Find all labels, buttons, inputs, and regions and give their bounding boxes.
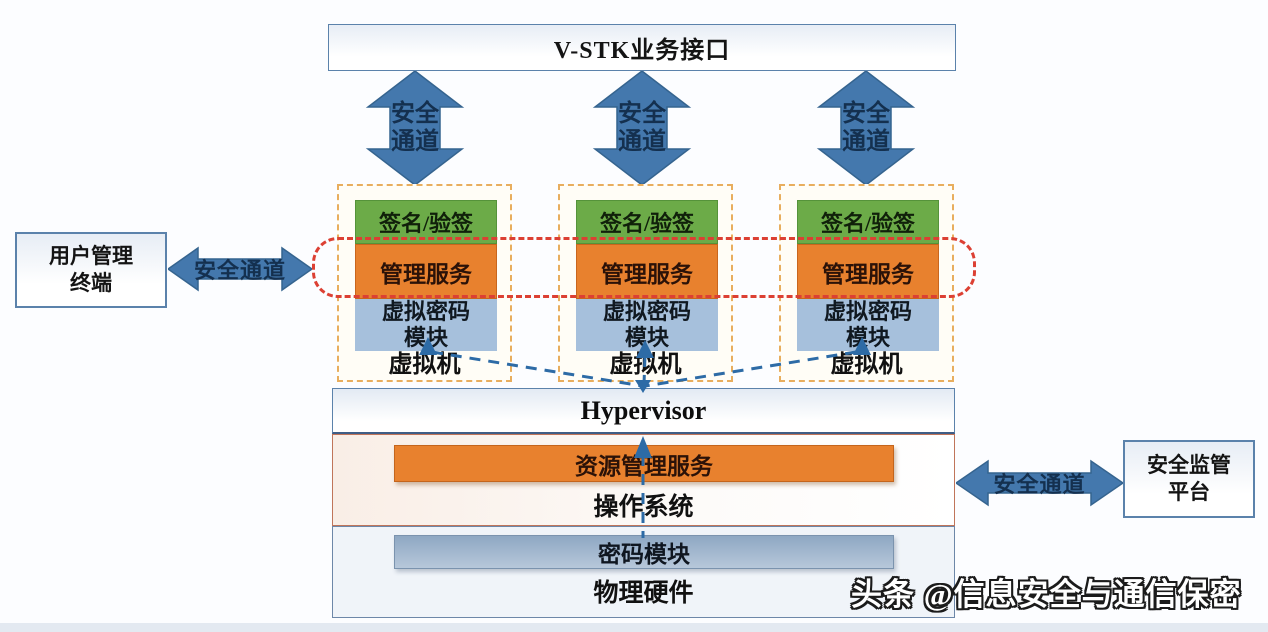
physical-hardware-section: 密码模块 物理硬件 — [332, 526, 955, 618]
management-service-box: 管理服务 — [355, 244, 497, 299]
double-arrow-vertical-icon — [816, 71, 916, 185]
double-arrow-vertical-icon — [365, 71, 465, 185]
os-label: 操作系统 — [593, 494, 694, 521]
security-supervision-platform-box: 安全监管 平台 — [1123, 440, 1255, 518]
watermark: 头条 @信息安全与通信保密 — [851, 577, 1242, 612]
resource-management-service-bar: 资源管理服务 — [394, 445, 894, 482]
secure-channel-label: 安全 通道 — [391, 101, 439, 155]
double-arrow-horizontal-icon — [956, 459, 1123, 507]
hypervisor-box: Hypervisor — [332, 388, 955, 434]
secure-channel-label: 安全通道 — [193, 258, 286, 283]
user-management-terminal-box: 用户管理 终端 — [15, 232, 167, 308]
management-service-zone-outline — [312, 237, 976, 298]
double-arrow-vertical-icon — [592, 71, 692, 185]
secure-channel-label: 安全 通道 — [618, 101, 666, 155]
sign-verify-box: 签名/验签 — [576, 200, 718, 244]
hardware-label: 物理硬件 — [593, 580, 694, 607]
vm-label: 虚拟机 — [388, 352, 461, 378]
vm-label: 虚拟机 — [830, 352, 903, 378]
virtual-crypto-module-box: 虚拟密码 模块 — [576, 299, 718, 351]
secure-channel-label: 安全 通道 — [842, 101, 890, 155]
secure-channel-arrow-vertical-1: 安全 通道 — [350, 71, 480, 185]
virtual-machine-2: 签名/验签 管理服务 虚拟密码 模块 虚拟机 — [558, 184, 733, 382]
vstk-interface-box: V-STK业务接口 — [328, 24, 956, 71]
double-arrow-horizontal-icon — [168, 246, 312, 292]
vstk-interface-label: V-STK业务接口 — [553, 38, 731, 64]
virtual-crypto-module-box: 虚拟密码 模块 — [355, 299, 497, 351]
crypto-module-bar: 密码模块 — [394, 535, 894, 569]
management-service-box: 管理服务 — [797, 244, 939, 299]
secure-channel-arrow-left: 安全通道 — [168, 246, 312, 292]
secure-channel-arrow-vertical-3: 安全 通道 — [801, 71, 931, 185]
bottom-strip — [0, 623, 1268, 632]
management-service-box: 管理服务 — [576, 244, 718, 299]
sign-verify-box: 签名/验签 — [797, 200, 939, 244]
secure-channel-label: 安全通道 — [993, 472, 1086, 497]
vm-label: 虚拟机 — [609, 352, 682, 378]
sign-verify-box: 签名/验签 — [355, 200, 497, 244]
secure-channel-arrow-right: 安全通道 — [956, 459, 1123, 507]
operating-system-section: 资源管理服务 操作系统 — [332, 434, 955, 526]
secure-channel-arrow-vertical-2: 安全 通道 — [577, 71, 707, 185]
